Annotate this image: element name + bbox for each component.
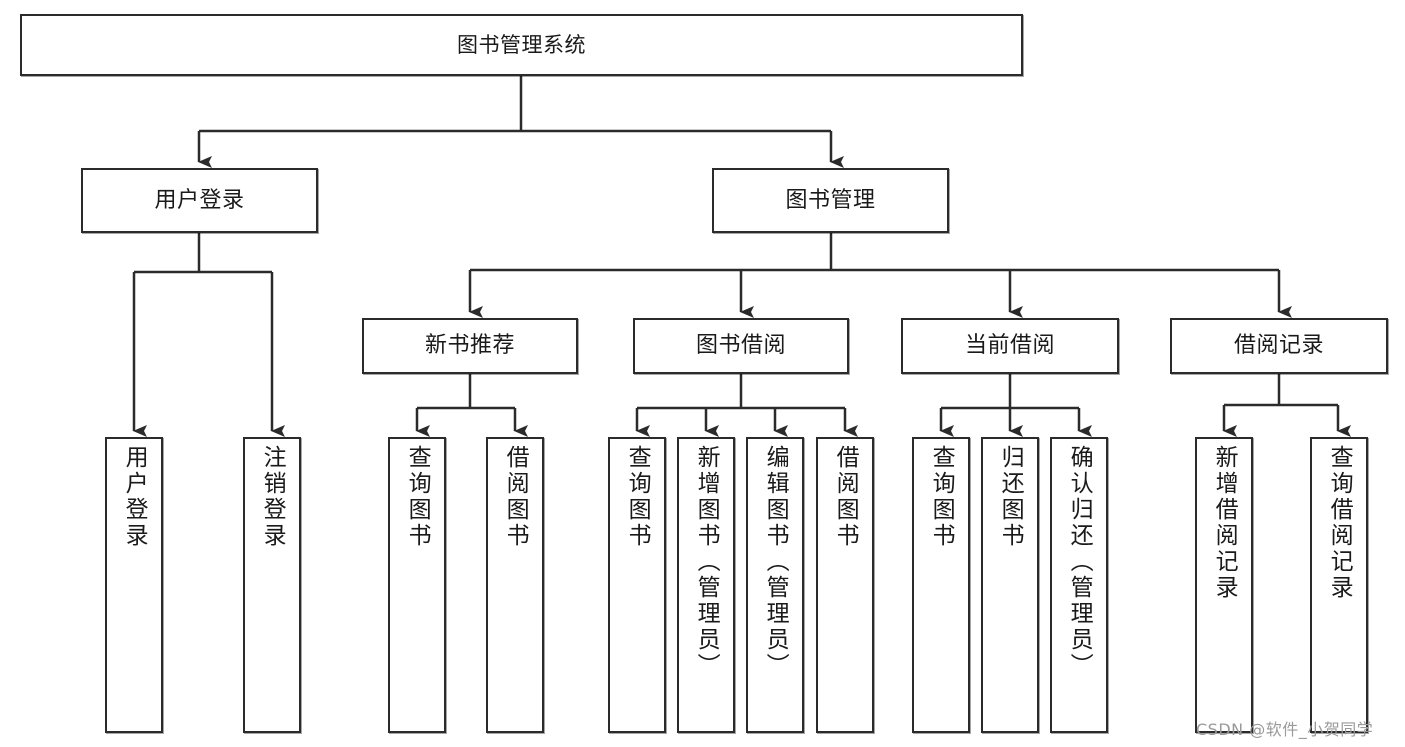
leaf-borrow-edit-book-label: 编辑图书（管理员） xyxy=(762,445,789,679)
leaf-user-login-login-label: 用户登录 xyxy=(121,445,148,549)
node-book-management[interactable]: 图书管理 xyxy=(712,168,949,233)
node-borrow-records[interactable]: 借阅记录 xyxy=(1170,318,1388,374)
leaf-current-query-book-label: 查询图书 xyxy=(928,445,955,549)
leaf-current-return-book[interactable]: 归还图书 xyxy=(981,437,1039,733)
leaf-borrow-query-book[interactable]: 查询图书 xyxy=(608,437,666,733)
leaf-new-book-borrow-label: 借阅图书 xyxy=(502,445,529,549)
leaf-new-book-borrow[interactable]: 借阅图书 xyxy=(486,437,544,733)
node-book-borrow-label: 图书借阅 xyxy=(695,333,786,359)
leaf-borrow-borrow-book-label: 借阅图书 xyxy=(832,445,859,549)
node-root-label: 图书管理系统 xyxy=(457,32,586,57)
leaf-user-login-login[interactable]: 用户登录 xyxy=(105,437,163,733)
node-user-login[interactable]: 用户登录 xyxy=(81,168,318,233)
leaf-borrow-query-book-label: 查询图书 xyxy=(624,445,651,549)
leaf-current-confirm-return[interactable]: 确认归还（管理员） xyxy=(1050,437,1108,733)
leaf-current-confirm-return-label: 确认归还（管理员） xyxy=(1066,445,1093,679)
leaf-current-query-book[interactable]: 查询图书 xyxy=(912,437,970,733)
leaf-current-return-book-label: 归还图书 xyxy=(997,445,1024,549)
leaf-records-query-label: 查询借阅记录 xyxy=(1326,445,1353,601)
node-root[interactable]: 图书管理系统 xyxy=(20,14,1023,76)
node-new-book-recommend[interactable]: 新书推荐 xyxy=(362,318,578,374)
node-current-borrow-label: 当前借阅 xyxy=(964,333,1055,359)
leaf-records-add-label: 新增借阅记录 xyxy=(1211,445,1238,601)
leaf-user-login-logout[interactable]: 注销登录 xyxy=(243,437,301,733)
node-book-borrow[interactable]: 图书借阅 xyxy=(633,318,849,374)
node-current-borrow[interactable]: 当前借阅 xyxy=(901,318,1119,374)
node-book-management-label: 图书管理 xyxy=(785,187,876,213)
node-borrow-records-label: 借阅记录 xyxy=(1233,333,1324,359)
leaf-records-add[interactable]: 新增借阅记录 xyxy=(1195,437,1253,733)
node-user-login-label: 用户登录 xyxy=(154,187,245,213)
leaf-new-book-query[interactable]: 查询图书 xyxy=(388,437,446,733)
leaf-borrow-add-book-label: 新增图书（管理员） xyxy=(693,445,720,679)
leaf-records-query[interactable]: 查询借阅记录 xyxy=(1310,437,1368,733)
leaf-user-login-logout-label: 注销登录 xyxy=(259,445,286,549)
leaf-new-book-query-label: 查询图书 xyxy=(404,445,431,549)
node-new-book-recommend-label: 新书推荐 xyxy=(424,333,515,359)
leaf-borrow-edit-book[interactable]: 编辑图书（管理员） xyxy=(746,437,804,733)
leaf-borrow-borrow-book[interactable]: 借阅图书 xyxy=(816,437,874,733)
csdn-watermark: CSDN @软件_小贺同学 xyxy=(1196,720,1374,739)
leaf-borrow-add-book[interactable]: 新增图书（管理员） xyxy=(677,437,735,733)
